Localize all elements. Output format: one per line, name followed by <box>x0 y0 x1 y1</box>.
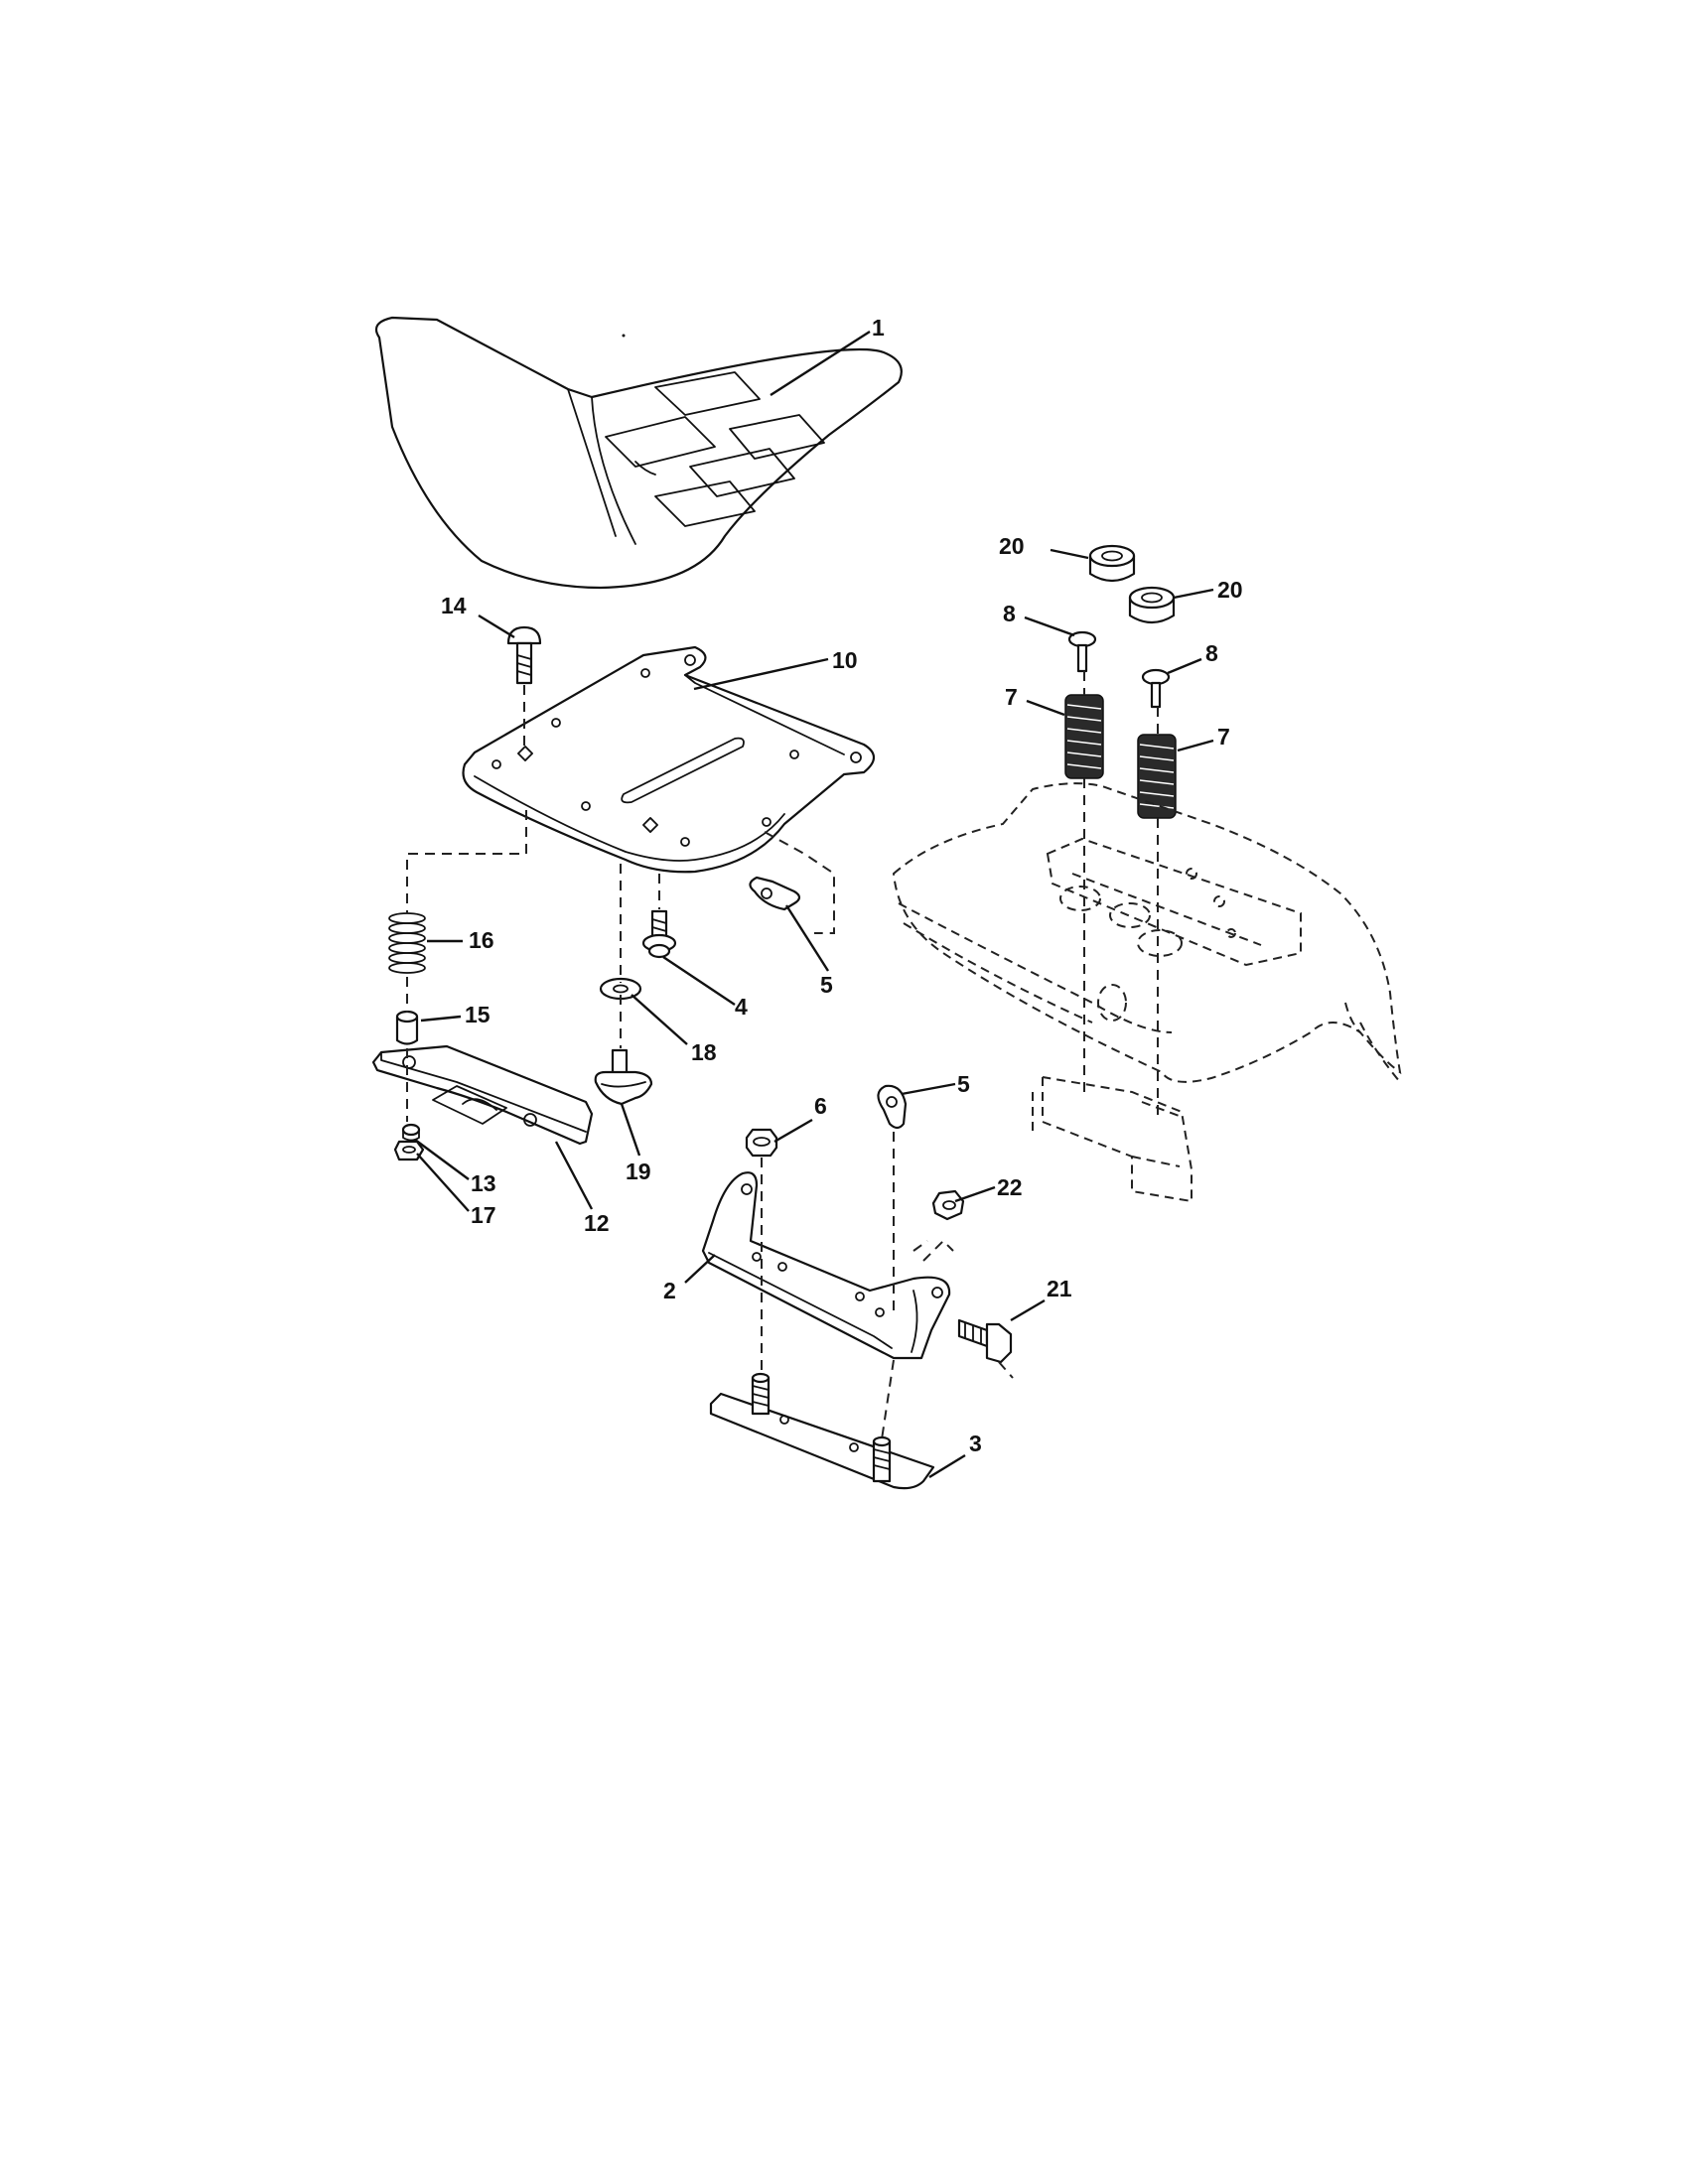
callout-5-upper: 5 <box>820 972 833 998</box>
callout-4: 4 <box>735 994 748 1020</box>
bolt-part-8-b <box>1141 668 1171 709</box>
shoulder-bolt-part-4 <box>641 909 677 959</box>
knob-part-19 <box>594 1048 653 1106</box>
callout-18: 18 <box>691 1039 717 1065</box>
plate-part-3 <box>709 1372 935 1490</box>
hex-nut-part-6 <box>745 1128 778 1158</box>
locknut-part-17 <box>393 1140 425 1161</box>
callout-17: 17 <box>471 1202 496 1228</box>
assembly-alignment-lines <box>406 671 1159 1440</box>
bracket-part-2 <box>701 1171 951 1360</box>
slide-bracket-part-12 <box>371 1044 594 1146</box>
callout-1: 1 <box>872 315 885 341</box>
callout-7-right: 7 <box>1217 724 1230 750</box>
callout-6: 6 <box>814 1093 827 1119</box>
clip-part-5-a <box>749 876 801 911</box>
callout-14: 14 <box>441 593 467 618</box>
callout-leader-lines <box>414 330 1214 1479</box>
callout-3: 3 <box>969 1431 982 1456</box>
spring-part-16 <box>388 912 426 974</box>
spacer-part-20-a <box>1088 544 1136 583</box>
callout-19: 19 <box>626 1159 651 1184</box>
callout-10: 10 <box>832 647 858 673</box>
bolt-part-8-a <box>1067 630 1097 673</box>
bushing-part-15 <box>395 1010 419 1045</box>
callout-labels: 1 10 14 20 20 8 8 7 7 16 15 4 5 18 19 13… <box>441 315 1243 1456</box>
fender-reference-outline <box>892 782 1402 1203</box>
callout-7-left: 7 <box>1005 684 1018 710</box>
callout-22: 22 <box>997 1174 1023 1200</box>
callout-15: 15 <box>465 1002 491 1027</box>
callout-16: 16 <box>469 927 494 953</box>
spring-part-7-b <box>1137 734 1177 819</box>
callout-21: 21 <box>1047 1276 1072 1301</box>
callout-5-lower: 5 <box>957 1071 970 1097</box>
callout-8-left: 8 <box>1003 601 1016 626</box>
spring-part-7-a <box>1064 694 1104 779</box>
callout-12: 12 <box>584 1210 610 1236</box>
seat-pan-part-10 <box>462 645 876 874</box>
nut-part-13 <box>401 1123 421 1142</box>
callout-8-right: 8 <box>1205 640 1218 666</box>
callout-13: 13 <box>471 1170 496 1196</box>
shoulder-bolt-part-21 <box>957 1318 1013 1364</box>
callout-20-right: 20 <box>1217 577 1243 603</box>
seat-part-1 <box>374 316 903 590</box>
callout-20-left: 20 <box>999 533 1025 559</box>
spacer-part-20-b <box>1128 586 1176 624</box>
clip-part-5-b <box>877 1084 908 1130</box>
callout-2: 2 <box>663 1278 676 1303</box>
nut-part-22 <box>931 1189 965 1221</box>
